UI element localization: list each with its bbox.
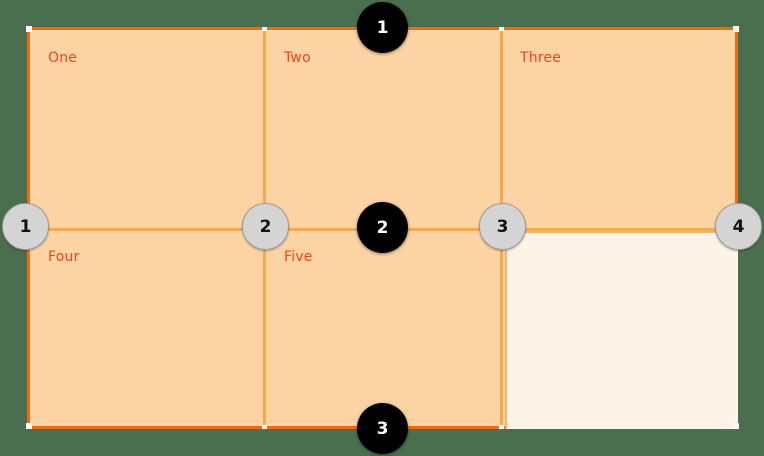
node-handle-4[interactable]: 4 (715, 203, 762, 250)
node-handle-3[interactable]: 3 (479, 203, 526, 250)
node-marker-middle[interactable]: 2 (357, 202, 408, 253)
node-handle-2[interactable]: 2 (242, 203, 289, 250)
divider-notch-bottom-1 (262, 425, 267, 429)
grid-corner-marker-bottom-right (733, 423, 739, 429)
grid-container[interactable]: One Two Three Four Five (26, 26, 739, 429)
grid-cell-label-one: One (48, 50, 78, 66)
grid-corner-marker-top-right (733, 26, 739, 32)
divider-notch-top-2 (499, 27, 504, 31)
grid-corner-marker-bottom-left (26, 423, 32, 429)
grid-cell-label-two: Two (284, 50, 311, 66)
divider-notch-top-1 (262, 27, 267, 31)
node-marker-top[interactable]: 1 (357, 2, 408, 53)
node-handle-1[interactable]: 1 (2, 203, 49, 250)
grid-cell-label-three: Three (520, 50, 562, 66)
grid-corner-marker-top-left (26, 26, 32, 32)
grid-cell-label-five: Five (284, 249, 313, 265)
grid-cell-label-four: Four (48, 249, 80, 265)
grid-cell-empty[interactable] (505, 231, 738, 429)
divider-notch-bottom-2 (499, 425, 504, 429)
node-marker-bottom[interactable]: 3 (357, 403, 408, 454)
